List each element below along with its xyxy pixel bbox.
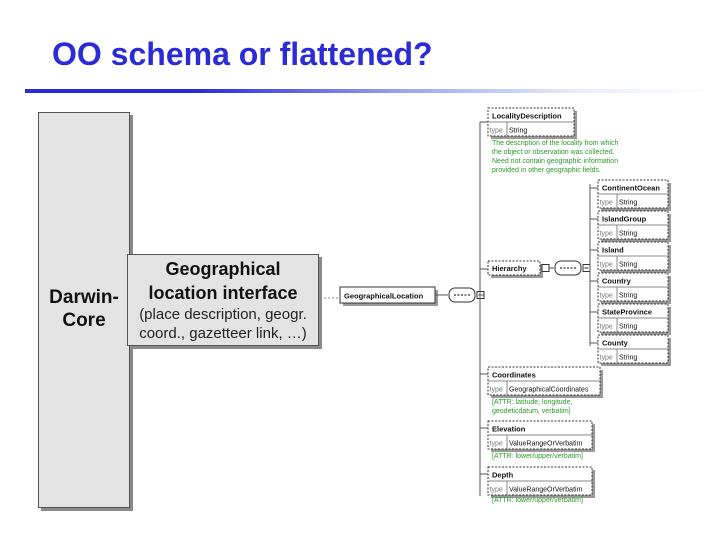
locality-doc-line: the object or observation was collected. [492,149,615,156]
hierarchy-item-name: IslandGroup [602,215,647,224]
slide-title: OO schema or flattened? [52,36,433,72]
darwin-core-box [38,112,130,508]
depth-doc-line: [ATTR: lower/upper/verbatim] [492,497,583,504]
xml-schema-diagram: GeographicalLocation LocalityDescription t… [330,104,700,508]
hierarchy-item-type: String [619,324,637,331]
hierarchy-item-type: String [619,200,637,207]
elevation-doc-line: [ATTR: lower/upper/verbatim] [492,453,583,460]
geo-interface-title: Geographical location interface [128,257,318,305]
geo-title-line2: location interface [148,283,298,303]
geo-title-line1: Geographical [165,259,281,279]
locality-doc-line: Need not contain geographic information [492,158,618,165]
hierarchy-item-type: String [619,262,637,269]
elevation-type-label: type [490,441,503,448]
geo-location-interface-box: Geographical location interface (place d… [127,254,319,346]
coordinates-doc-line: geodeticdatum, verbatim] [492,408,571,415]
hierarchy-toggle [541,264,550,272]
title-underline [25,89,715,93]
elevation-type: ValueRangeOrVerbatim [509,441,583,448]
hierarchy-item-name: County [602,339,629,348]
hierarchy-item-type-label: type [600,355,613,362]
depth-type-label: type [490,487,503,494]
geo-desc-line1: (place description, geogr. [139,306,307,323]
darwin-core-line2: Core [62,310,106,331]
hierarchy-item-name: StateProvince [602,308,652,317]
locality-name: LocalityDescription [492,112,562,121]
hierarchy-item-name: Island [602,246,624,255]
darwin-core-line1: Darwin- [49,287,119,308]
locality-doc-line: provided in other geographic fields. [492,167,601,174]
hierarchy-name: Hierarchy [492,264,527,273]
locality-type: String [509,128,527,135]
hierarchy-item-type: String [619,355,637,362]
coordinates-type: GeographicalCoordinates [509,387,589,394]
hierarchy-item-name: Country [602,277,632,286]
coordinates-name: Coordinates [492,371,536,380]
coordinates-doc-line: [ATTR: latitude, longitude, [492,399,572,406]
geo-interface-description: (place description, geogr. coord., gazet… [128,305,318,343]
depth-type: ValueRangeOrVerbatim [509,487,583,494]
hierarchy-item-type-label: type [600,293,613,300]
locality-doc-line: The description of the locality from whi… [492,140,619,147]
root-name: GeographicalLocation [344,292,424,301]
coordinates-type-label: type [490,387,503,394]
schema-svg: GeographicalLocation LocalityDescription t… [339,107,671,504]
hierarchy-item-type-label: type [600,231,613,238]
hierarchy-item-type-label: type [600,324,613,331]
hierarchy-item-type: String [619,231,637,238]
hierarchy-item-type: String [619,293,637,300]
hierarchy-box [487,260,541,276]
darwin-core-label: Darwin- Core [44,286,124,332]
elevation-name: Elevation [492,425,526,434]
locality-type-label: type [490,128,503,135]
geo-desc-line2: coord., gazetteer link, …) [139,325,307,342]
hierarchy-item-type-label: type [600,200,613,207]
hierarchy-item-name: ContinentOcean [602,184,660,193]
hierarchy-item-type-label: type [600,262,613,269]
depth-name: Depth [492,471,514,480]
